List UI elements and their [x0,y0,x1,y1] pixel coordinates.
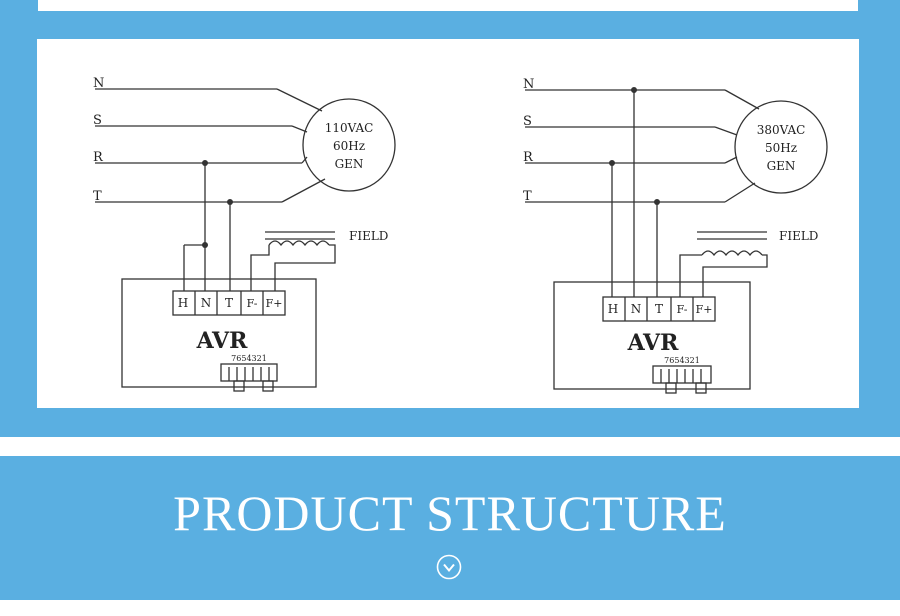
left-terminal-h: H [178,296,188,310]
left-line-n: N [93,76,104,91]
left-diagram-wiring [95,88,396,392]
wiring-diagrams: N S R T 110VAC 60Hz GEN FIELD H N T F- F… [93,76,828,394]
right-line-s: S [523,114,532,129]
right-terminal-t: T [655,302,663,316]
scroll-down-button[interactable] [436,554,462,580]
left-line-t: T [93,189,102,204]
section-title: PRODUCT STRUCTURE [173,485,727,541]
right-field-label: FIELD [779,229,818,243]
left-terminal-f-plus: F+ [266,297,283,310]
left-gen-voltage: 110VAC [325,121,374,135]
left-line-r: R [93,150,104,165]
right-terminal-h: H [608,302,618,316]
bottom-band [0,456,900,600]
left-avr-label: AVR [196,328,249,354]
left-terminal-n: N [201,296,212,310]
right-gen-frequency: 50Hz [765,141,797,155]
left-connector-pins: 7654321 [231,354,267,363]
left-field-label: FIELD [349,229,388,243]
chevron-down-circle-icon [436,554,462,580]
top-panel [38,0,858,11]
left-gen-label: GEN [335,157,364,171]
junction-dots [202,87,660,248]
right-diagram-wiring [525,89,828,394]
left-line-s: S [93,113,102,128]
right-connector-pins: 7654321 [664,356,700,365]
right-line-t: T [523,189,532,204]
left-terminal-t: T [225,296,233,310]
right-terminal-f-plus: F+ [696,303,713,316]
left-gen-frequency: 60Hz [333,139,365,153]
right-line-r: R [523,150,534,165]
right-terminal-f-minus: F- [677,303,688,316]
right-avr-label: AVR [627,330,680,356]
left-terminal-f-minus: F- [247,297,258,310]
right-terminal-n: N [631,302,642,316]
right-gen-label: GEN [767,159,796,173]
right-line-n: N [523,77,534,92]
wiring-diagram-panel: N S R T 110VAC 60Hz GEN FIELD H N T F- F… [37,39,859,408]
right-gen-voltage: 380VAC [757,123,806,137]
